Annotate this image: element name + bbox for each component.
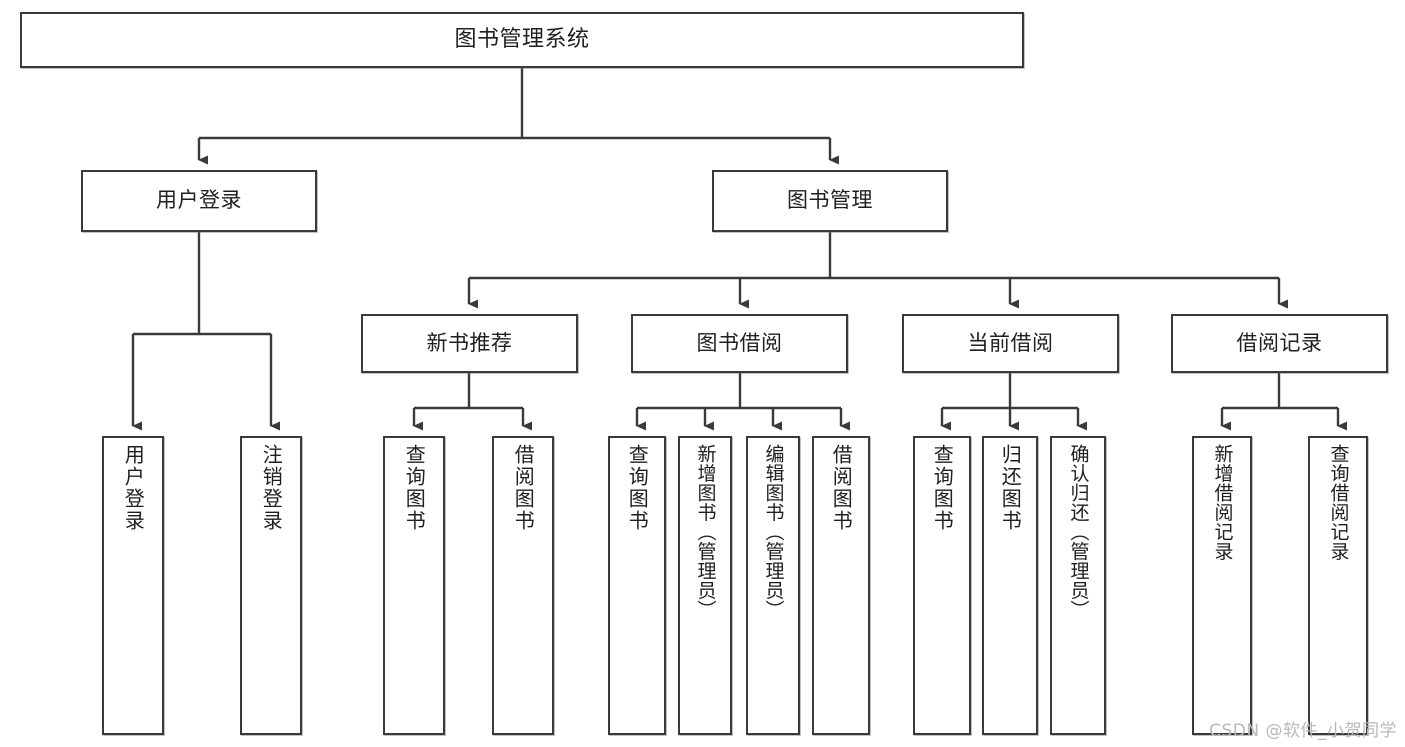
node-label: 注销登录 [259,444,284,532]
node-label: 新增图书（管理员） [694,444,717,620]
node-label: 借阅图书 [511,444,536,532]
leaf-current-borrow-query[interactable]: 查询图书 [913,436,971,735]
leaf-current-borrow-confirm-return[interactable]: 确认归还（管理员） [1050,436,1106,735]
node-label: 图书借阅 [696,330,783,355]
node-label: 查询图书 [625,444,650,532]
node-book-management[interactable]: 图书管理 [712,170,948,232]
node-borrow-record[interactable]: 借阅记录 [1171,314,1388,373]
node-book-borrow[interactable]: 图书借阅 [631,314,848,373]
node-label: 图书管理 [787,188,873,213]
node-new-book-recommend[interactable]: 新书推荐 [361,314,578,373]
node-label: 当前借阅 [967,330,1054,355]
node-user-login[interactable]: 用户登录 [81,170,317,232]
watermark-text: CSDN @软件_小贺同学 [1209,721,1397,741]
leaf-borrow-record-add[interactable]: 新增借阅记录 [1192,436,1252,735]
leaf-user-login-logout[interactable]: 注销登录 [240,436,302,735]
node-label: 新书推荐 [426,330,513,355]
node-label: 查询借阅记录 [1327,444,1350,561]
node-current-borrow[interactable]: 当前借阅 [902,314,1119,373]
node-label: 编辑图书（管理员） [762,444,785,620]
node-label: 新增借阅记录 [1211,444,1234,561]
leaf-book-borrow-query[interactable]: 查询图书 [608,436,666,735]
node-label: 图书管理系统 [454,26,590,52]
leaf-book-borrow-add[interactable]: 新增图书（管理员） [678,436,732,735]
node-label: 确认归还（管理员） [1067,444,1090,620]
node-label: 借阅记录 [1236,330,1323,355]
leaf-current-borrow-return[interactable]: 归还图书 [982,436,1038,735]
node-label: 查询图书 [930,444,955,532]
leaf-book-borrow-edit[interactable]: 编辑图书（管理员） [746,436,800,735]
leaf-book-borrow-borrow[interactable]: 借阅图书 [812,436,870,735]
node-root-system[interactable]: 图书管理系统 [20,12,1024,68]
node-label: 用户登录 [156,188,242,213]
node-label: 归还图书 [998,444,1023,532]
node-label: 用户登录 [121,444,146,532]
node-label: 查询图书 [402,444,427,532]
leaf-user-login-login[interactable]: 用户登录 [102,436,164,735]
leaf-new-book-borrow[interactable]: 借阅图书 [492,436,554,735]
leaf-borrow-record-query[interactable]: 查询借阅记录 [1308,436,1368,735]
node-label: 借阅图书 [829,444,854,532]
leaf-new-book-query[interactable]: 查询图书 [383,436,445,735]
